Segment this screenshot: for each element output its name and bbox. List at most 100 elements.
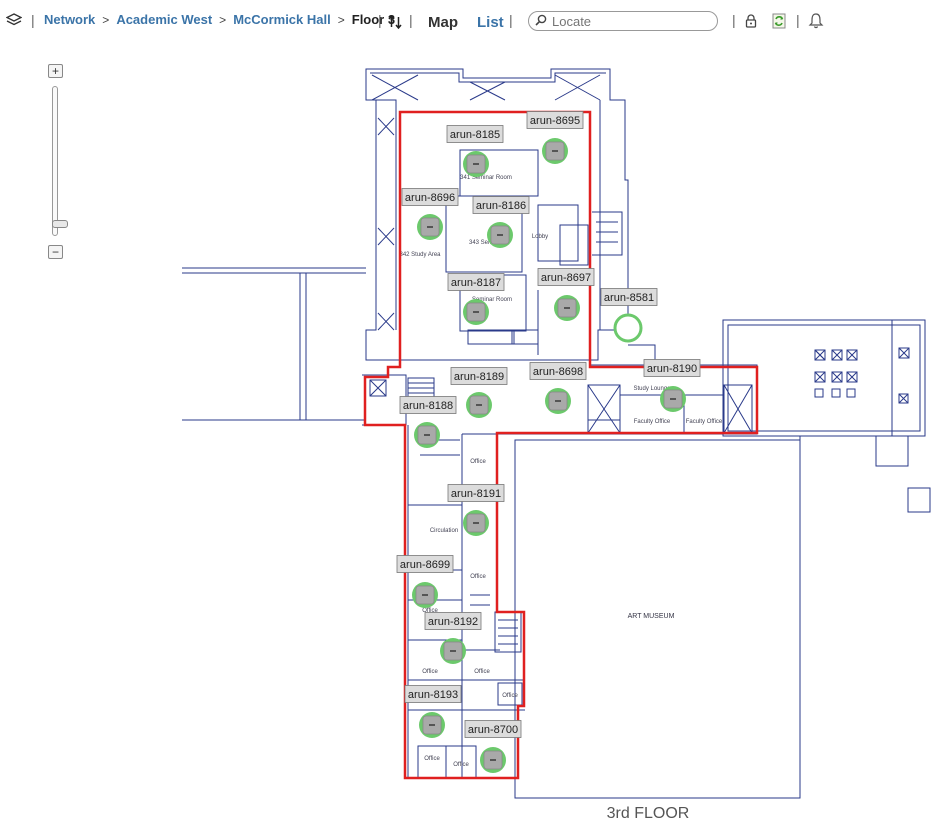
access-point-arun-8191[interactable]: arun-8191 (447, 484, 505, 537)
ap-label: arun-8695 (530, 115, 580, 127)
room-label: 341 Seminar Room (460, 175, 512, 181)
ap-led-icon (473, 163, 479, 165)
ap-label-box (600, 288, 658, 306)
layers-icon[interactable] (6, 13, 22, 27)
floor-label: 3rd FLOOR (607, 805, 690, 822)
ap-label: arun-8189 (454, 371, 504, 383)
ap-label: arun-8190 (647, 363, 697, 375)
access-point-arun-8697[interactable]: arun-8697 (537, 268, 595, 322)
ap-label: arun-8187 (451, 277, 501, 289)
ap-label: arun-8697 (541, 272, 591, 284)
ap-label: arun-8193 (408, 689, 458, 701)
ap-label-box (446, 125, 504, 143)
ap-led-icon (476, 404, 482, 406)
access-point-arun-8187[interactable]: arun-8187 (447, 273, 505, 326)
access-point-arun-8188[interactable]: arun-8188 (399, 396, 457, 449)
ap-label: arun-8186 (476, 200, 526, 212)
ap-label: arun-8699 (400, 559, 450, 571)
ap-label: arun-8191 (451, 488, 501, 500)
list-view-tab[interactable]: List (477, 14, 504, 31)
ap-label-box (529, 362, 587, 380)
pipe-separator: | (509, 12, 513, 28)
ap-led-icon (490, 759, 496, 761)
locate-search[interactable] (528, 11, 718, 31)
bell-icon[interactable] (808, 12, 824, 29)
access-point-arun-8189[interactable]: arun-8189 (450, 367, 508, 419)
breadcrumb-current-floor: Floor 3 (351, 12, 396, 27)
room-label: Office (470, 574, 486, 580)
room-label: Office (422, 669, 438, 675)
lock-icon[interactable] (745, 14, 757, 28)
ap-label-box (537, 268, 595, 286)
access-point-arun-8190[interactable]: arun-8190 (643, 359, 701, 413)
ap-label-box (450, 367, 508, 385)
ap-label-box (401, 188, 459, 206)
floor-plan-map[interactable]: 341 Seminar Room 342 Study Area 343 Semi… (0, 44, 941, 823)
room-label: Office (474, 669, 490, 675)
room-label: Faculty Office (634, 419, 671, 425)
locate-input[interactable] (550, 12, 714, 30)
breadcrumb-academic-west[interactable]: Academic West (116, 12, 213, 27)
room-label: Faculty Office (686, 419, 723, 425)
zoom-out-button[interactable]: − (48, 245, 63, 259)
zoom-slider-handle[interactable] (52, 220, 68, 229)
ap-label: arun-8698 (533, 366, 583, 378)
pipe-separator: | (796, 12, 800, 28)
ap-label: arun-8696 (405, 192, 455, 204)
sort-arrows-icon[interactable] (388, 15, 402, 29)
ap-label: arun-8581 (604, 292, 654, 304)
ap-label-box (399, 396, 457, 414)
access-point-arun-8698[interactable]: arun-8698 (529, 362, 587, 415)
room-labels: 341 Seminar Room 342 Study Area 343 Semi… (399, 175, 722, 822)
ap-label-box (447, 484, 505, 502)
room-label: Office (502, 693, 518, 699)
ap-label: arun-8188 (403, 400, 453, 412)
ap-label-box (396, 555, 454, 573)
ap-label: arun-8192 (428, 616, 478, 628)
zoom-in-button[interactable]: + (48, 64, 63, 78)
breadcrumb-separator: > (337, 12, 345, 27)
search-icon (535, 14, 547, 29)
breadcrumb-mccormick-hall[interactable]: McCormick Hall (233, 12, 331, 27)
breadcrumb-network[interactable]: Network (44, 12, 96, 27)
ap-led-icon (555, 400, 561, 402)
room-label: Office (424, 756, 440, 762)
ap-led-icon (427, 226, 433, 228)
room-label: 342 Study Area (399, 252, 441, 258)
ap-led-icon (670, 398, 676, 400)
access-point-arun-8699[interactable]: arun-8699 (396, 555, 454, 609)
map-view-tab[interactable]: Map (428, 14, 458, 31)
ap-label-box (404, 685, 462, 703)
ap-led-icon (564, 307, 570, 309)
room-label: Office (422, 608, 438, 614)
zoom-control: + − (48, 64, 68, 259)
ap-led-icon (552, 150, 558, 152)
ap-label: arun-8185 (450, 129, 500, 141)
ap-label-box (424, 612, 482, 630)
ap-label-box (526, 111, 584, 129)
access-point-arun-8186[interactable]: arun-8186 (472, 196, 530, 249)
refresh-icon[interactable] (772, 13, 786, 29)
ap-label-box (464, 720, 522, 738)
room-label: Study Lounge (633, 386, 671, 392)
ap-led-icon (473, 522, 479, 524)
access-point-arun-8696[interactable]: arun-8696 (401, 188, 459, 241)
access-point-arun-8695[interactable]: arun-8695 (526, 111, 584, 165)
ap-label-box (447, 273, 505, 291)
room-label: Circulation (430, 528, 458, 534)
art-museum-label: ART MUSEUM (628, 613, 675, 620)
room-label: 343 Seminar (469, 240, 503, 246)
access-point-arun-8193[interactable]: arun-8193 (404, 685, 462, 739)
zoom-slider-track[interactable] (52, 86, 68, 236)
list-view-label: List (477, 14, 504, 31)
breadcrumb-separator: > (219, 12, 227, 27)
ap-led-icon (497, 234, 503, 236)
room-label: Office (453, 762, 469, 768)
access-point-arun-8700[interactable]: arun-8700 (464, 720, 522, 774)
access-point-arun-8581[interactable]: arun-8581 (600, 288, 658, 343)
access-point-arun-8192[interactable]: arun-8192 (424, 612, 482, 665)
access-point-arun-8185[interactable]: arun-8185 (446, 125, 504, 178)
ap-label-box (643, 359, 701, 377)
coverage-boundary[interactable] (363, 110, 759, 780)
ap-led-icon (429, 724, 435, 726)
